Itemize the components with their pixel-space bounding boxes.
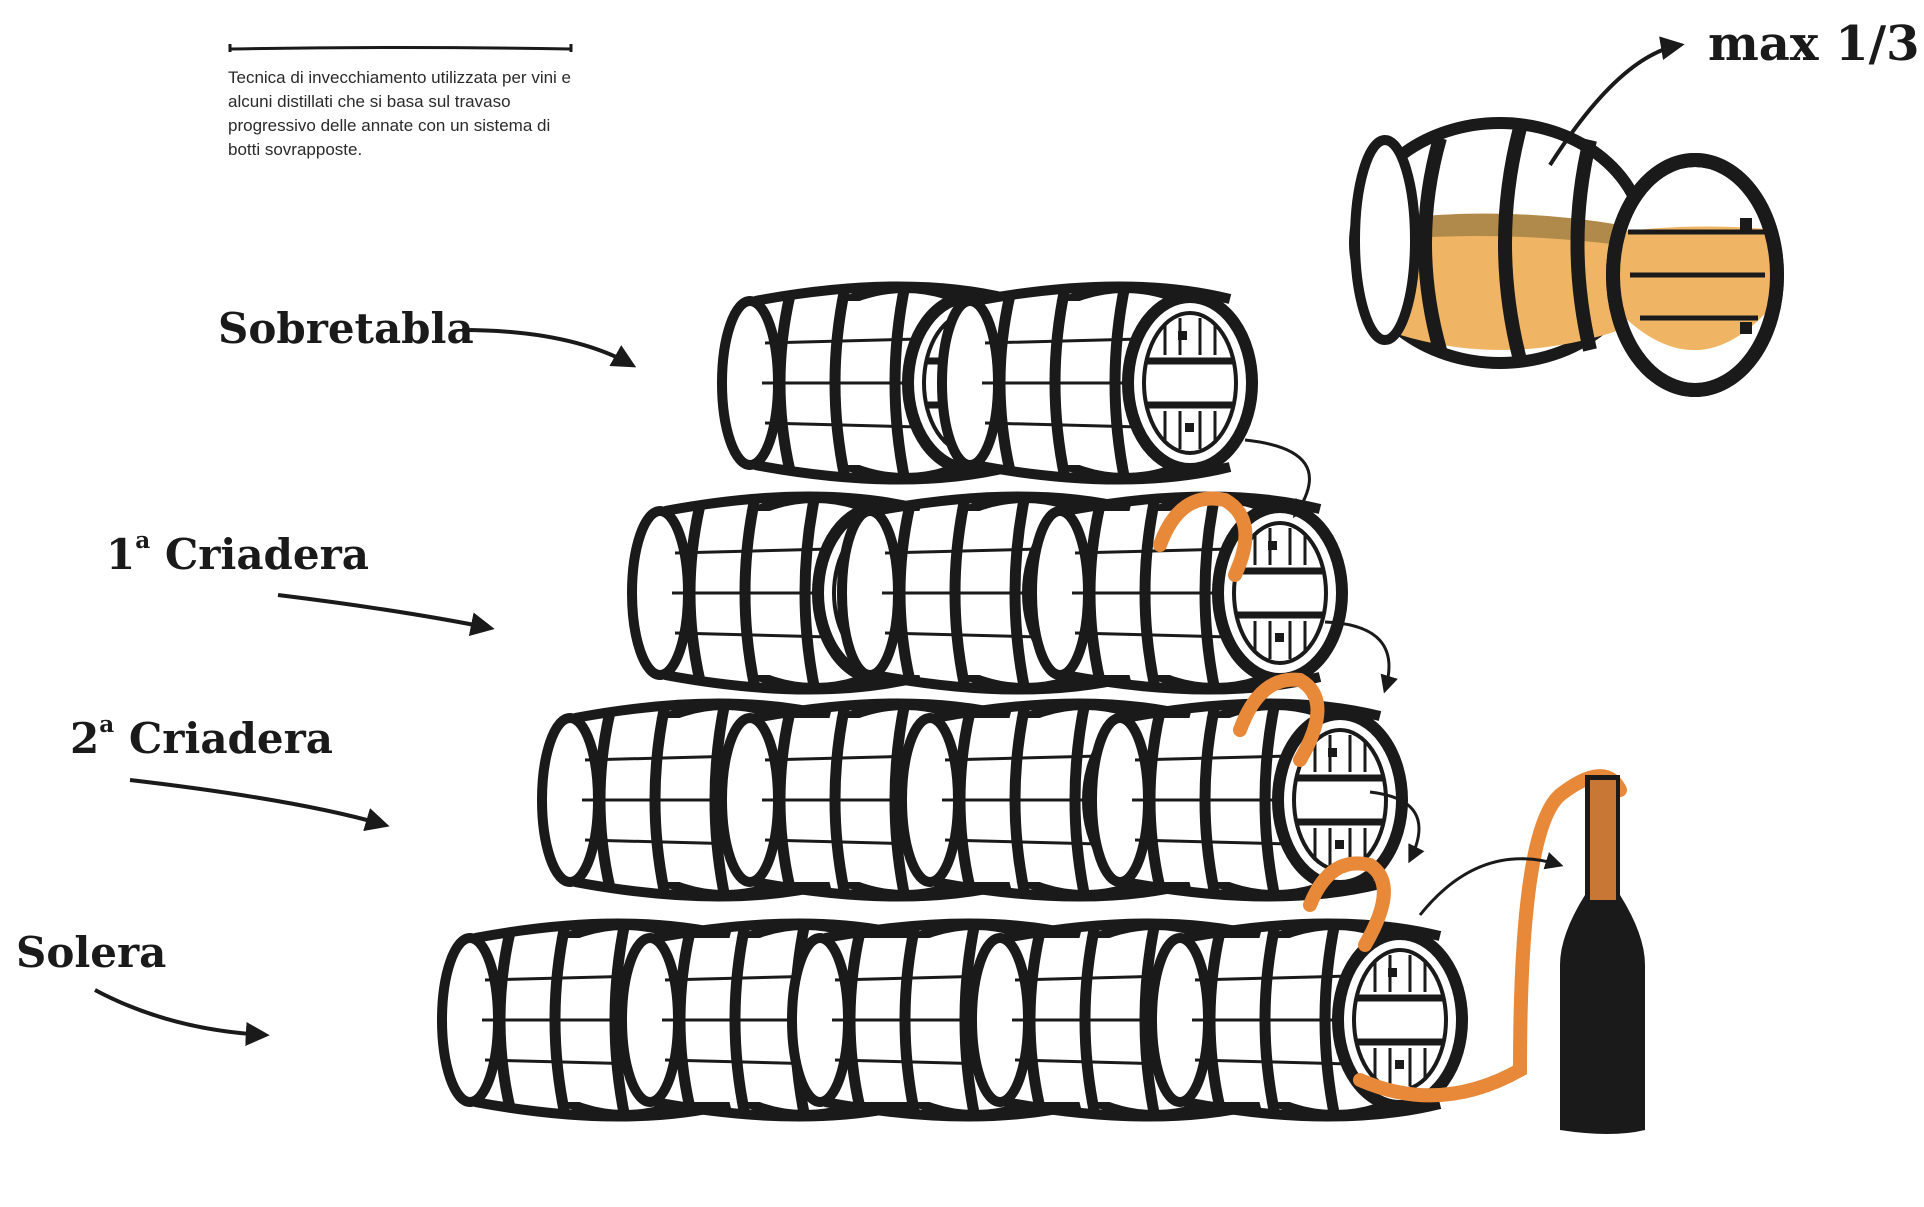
label-sobretabla: Sobretabla — [218, 304, 474, 353]
description-text: Tecnica di invecchiamento utilizzata per… — [228, 66, 573, 162]
label-criadera-1: 1a Criadera — [106, 530, 369, 579]
divider — [228, 40, 573, 56]
label-criadera-2: 2a Criadera — [70, 714, 333, 763]
barrel-icon — [942, 285, 1252, 481]
label-max-fill: max 1/3 — [1708, 16, 1920, 72]
label-solera: Solera — [16, 928, 166, 977]
bottle-icon — [1560, 775, 1645, 1134]
barrel-icon — [1032, 495, 1342, 691]
filled-barrel — [1355, 45, 1777, 390]
barrel-pyramid — [442, 285, 1462, 1118]
